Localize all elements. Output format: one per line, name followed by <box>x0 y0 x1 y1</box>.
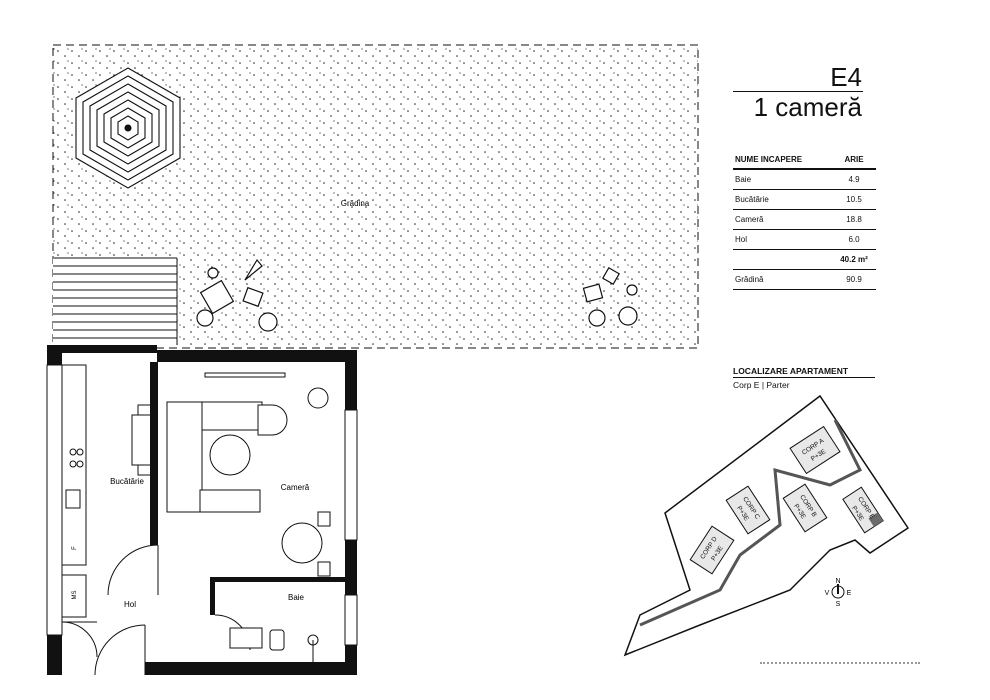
total-name <box>733 249 833 270</box>
room-area: 6.0 <box>832 229 876 250</box>
location-heading: LOCALIZARE APARTAMENT <box>733 366 875 378</box>
room-name: Bucătărie <box>733 189 833 210</box>
room-area: 10.5 <box>832 189 876 210</box>
fridge-label: F <box>72 546 78 550</box>
garden-furniture-icon <box>196 258 638 332</box>
total-area: 40.2 m² <box>832 249 876 270</box>
column-header-area: ARIE <box>832 152 876 170</box>
terrace-deck <box>53 257 178 345</box>
room-name: Cameră <box>733 209 833 230</box>
doors <box>61 544 251 676</box>
umbrella-icon <box>75 67 181 189</box>
windows <box>46 364 358 646</box>
room-area: 4.9 <box>832 169 876 190</box>
room-name: Baie <box>733 169 833 190</box>
room-area: 90.9 <box>832 269 876 290</box>
unit-code: E4 <box>830 62 862 92</box>
bath-label: Baie <box>288 593 305 602</box>
total-row: 40.2 m² <box>733 249 876 270</box>
living-room-label: Cameră <box>281 483 310 492</box>
garden-label: Grădina <box>341 199 370 208</box>
living-furniture <box>166 387 331 577</box>
room-area: 18.8 <box>832 209 876 230</box>
title-divider <box>733 91 863 92</box>
washer-label: MS <box>72 591 78 600</box>
room-name: Hol <box>733 229 833 250</box>
footnote-illegible <box>760 662 920 667</box>
kitchen-label: Bucătărie <box>110 477 144 486</box>
garden-area <box>52 44 699 349</box>
hall-label: Hol <box>124 600 136 609</box>
column-header-room: NUME INCAPERE <box>733 152 833 170</box>
unit-type: 1 cameră <box>753 92 862 122</box>
room-name: Grădină <box>733 269 833 290</box>
bathroom-fixtures <box>229 627 319 662</box>
location-subheading: Corp E | Parter <box>733 380 790 390</box>
kitchen-counter <box>61 364 155 618</box>
